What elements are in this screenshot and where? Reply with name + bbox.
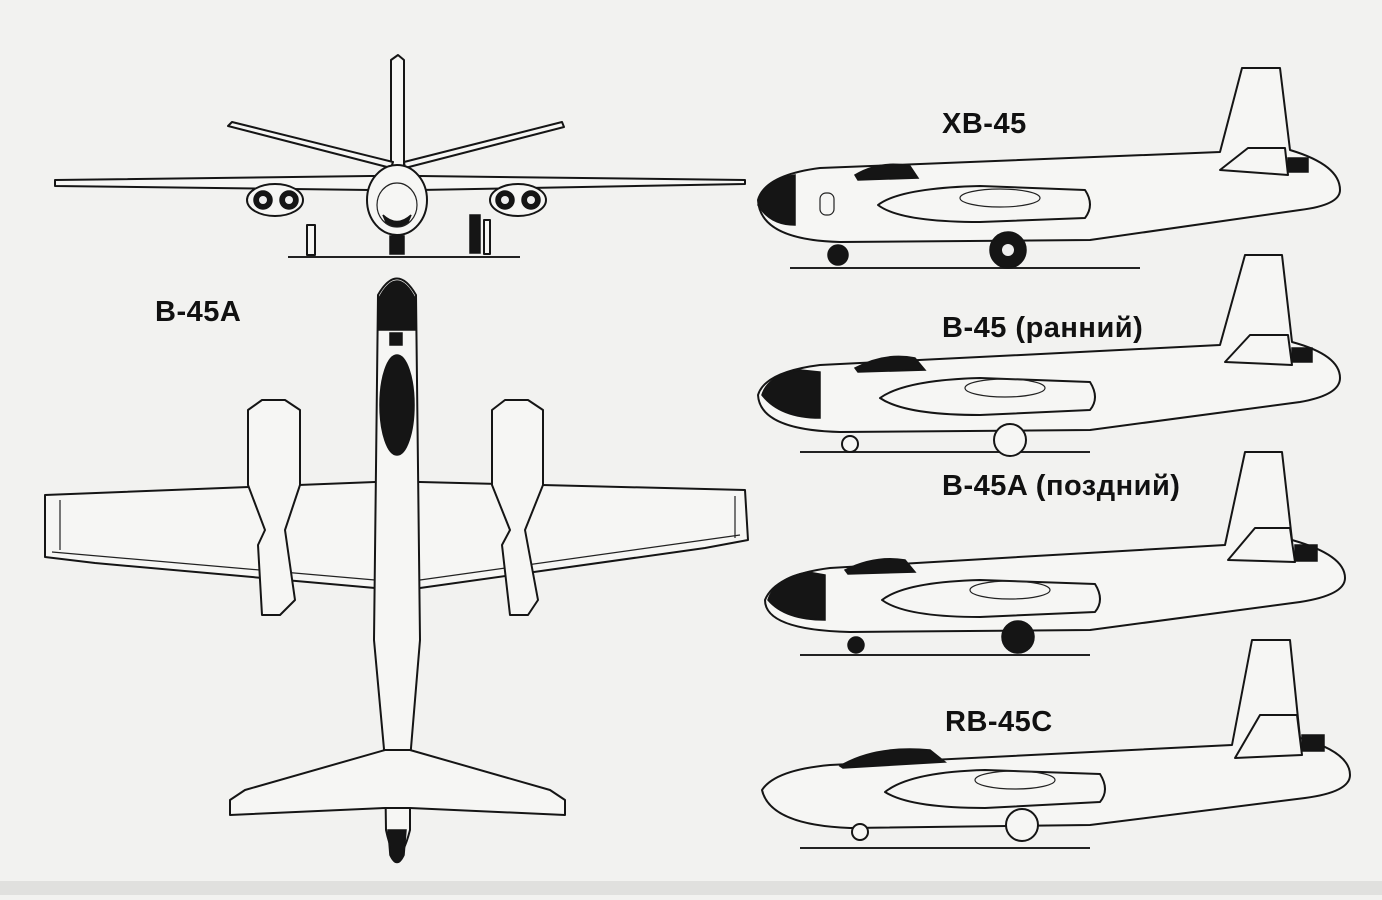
label-side-b45-early: B-45 (ранний) (942, 312, 1144, 344)
label-side-rb45c: RB-45C (945, 706, 1053, 738)
label-side-b45a-late: B-45A (поздний) (942, 470, 1181, 502)
side-view-rb45c (761, 639, 1351, 849)
bottom-edge (0, 881, 1382, 895)
label-side-xb45: XB-45 (942, 108, 1027, 140)
side-view-b45a-late (764, 451, 1346, 656)
side-view-xb45 (757, 67, 1341, 269)
top-view (44, 277, 749, 864)
label-top-view: B-45A (155, 296, 242, 328)
front-view (54, 54, 746, 258)
side-view-b45-early (757, 254, 1341, 457)
